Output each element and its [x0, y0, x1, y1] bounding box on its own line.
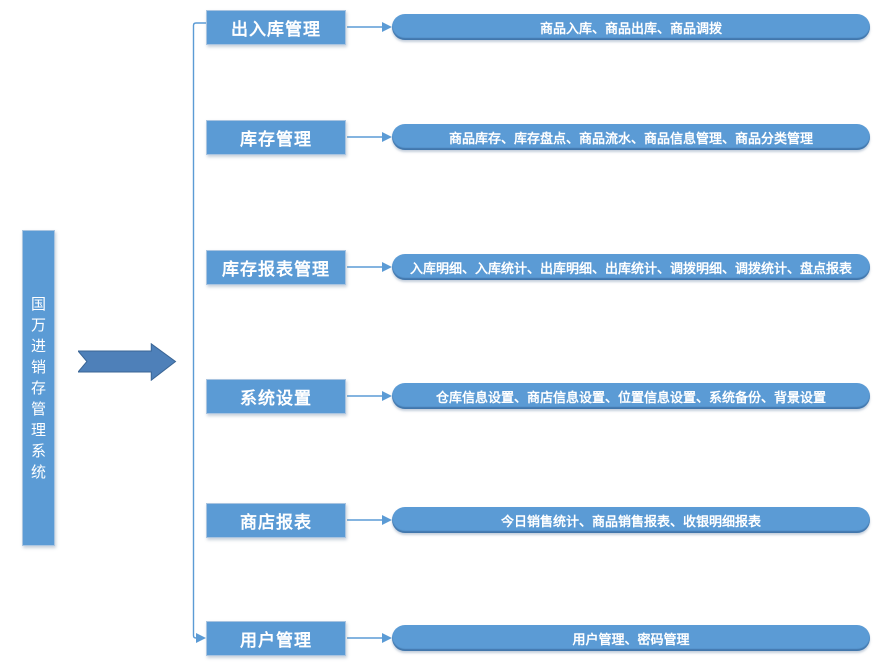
root-system-node: 国万进销存管理系统 [22, 230, 55, 546]
branch-node: 出入库管理 [206, 10, 346, 45]
branch-node: 库存管理 [206, 120, 346, 155]
branch-detail-pill: 用户管理、密码管理 [392, 625, 870, 651]
arrowhead-icon [382, 22, 392, 32]
big-right-arrow-icon [78, 343, 177, 381]
branch-detail-pill: 仓库信息设置、商店信息设置、位置信息设置、系统备份、背景设置 [392, 383, 870, 409]
branch-node: 库存报表管理 [206, 250, 346, 285]
arrowhead-icon [382, 515, 392, 525]
arrowhead-icon [382, 262, 392, 272]
branch-detail-pill: 今日销售统计、商品销售报表、收银明细报表 [392, 507, 870, 533]
branch-detail-pill: 入库明细、入库统计、出库明细、出库统计、调拨明细、调拨统计、盘点报表 [392, 254, 870, 280]
branch-node: 用户管理 [206, 621, 346, 656]
branch-node: 商店报表 [206, 503, 346, 538]
branch-detail-pill: 商品入库、商品出库、商品调拨 [392, 14, 870, 40]
branch-detail-pill: 商品库存、库存盘点、商品流水、商品信息管理、商品分类管理 [392, 124, 870, 150]
arrowhead-icon [196, 633, 206, 643]
arrowhead-icon [382, 132, 392, 142]
trunk-connector-line [192, 22, 206, 639]
arrowhead-icon [382, 391, 392, 401]
root-system-title: 国万进销存管理系统 [30, 295, 46, 481]
arrowhead-icon [382, 633, 392, 643]
branch-node: 系统设置 [206, 379, 346, 414]
